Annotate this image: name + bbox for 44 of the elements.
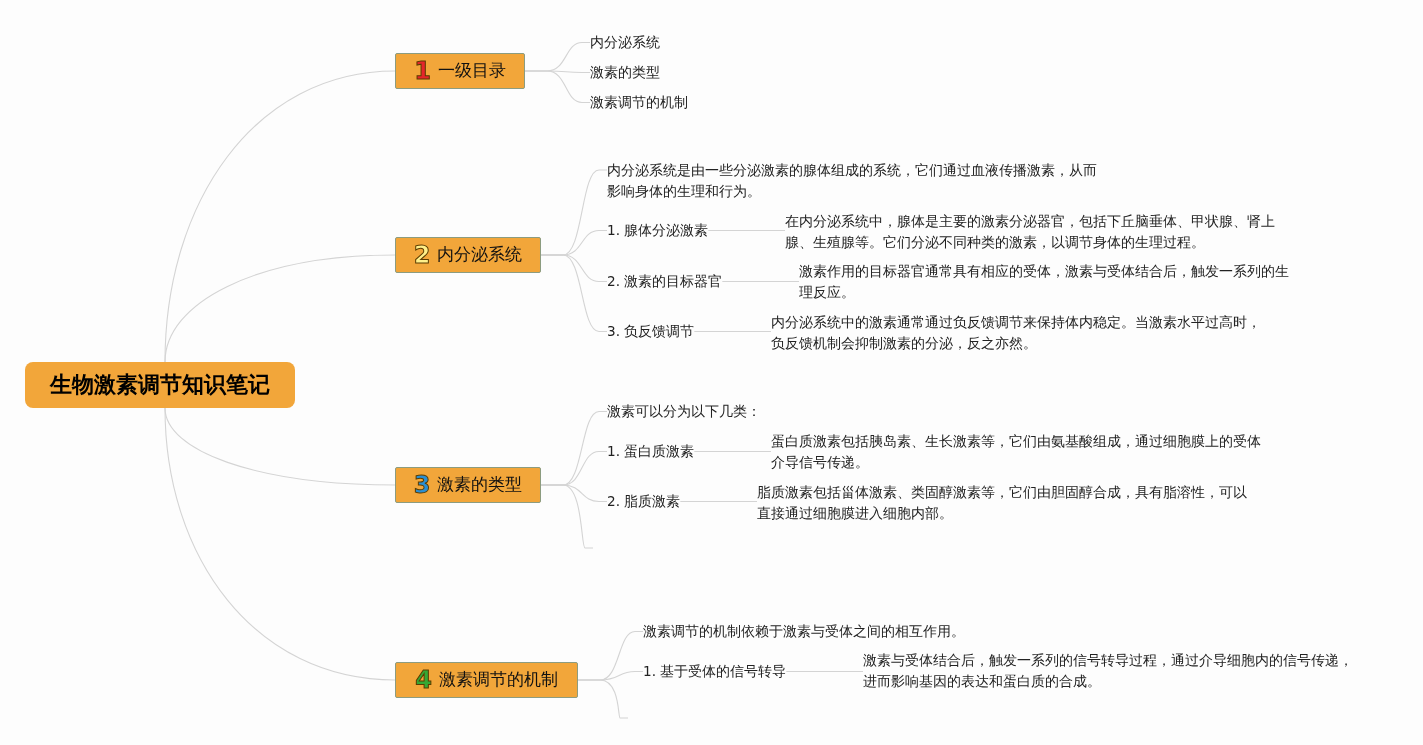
topic-label: 内分泌系统 [437, 244, 523, 266]
topic-box [395, 662, 578, 698]
branch-text: 1. 腺体分泌激素 [607, 220, 709, 241]
topic-label: 激素调节的机制 [438, 669, 558, 691]
topic-number: 4 [415, 668, 432, 692]
connector-line [707, 229, 786, 232]
note-text: 内分泌系统中的激素通常通过负反馈调节来保持体内稳定。当激素水平过高时，负反馈机制会抑制激素的分泌，反之亦然。 [771, 312, 1261, 354]
branch-text: 激素调节的机制 [590, 92, 688, 113]
note-text: 激素作用的目标器官通常具有相应的受体，激素与受体结合后，触发一系列的生理反应。 [799, 261, 1299, 303]
branch-text: 2. 激素的目标器官 [607, 271, 723, 292]
connector-line [693, 450, 772, 453]
note-text: 在内分泌系统中，腺体是主要的激素分泌器官，包括下丘脑垂体、甲状腺、肾上腺、生殖腺等。它们分泌不同种类的激素，以调节身体的生理过程。 [785, 211, 1285, 253]
branch-text: 激素可以分为以下几类： [607, 401, 761, 422]
topic-number: 2 [413, 243, 431, 267]
connector-line [679, 500, 758, 503]
connector-line [524, 70, 591, 104]
connector-line [721, 280, 800, 283]
connector-line [164, 407, 396, 681]
topic-label: 激素的类型 [437, 474, 523, 496]
branch-text: 激素调节的机制依赖于激素与受体之间的相互作用。 [643, 621, 965, 642]
topic-number: 3 [413, 473, 431, 497]
connector-line [693, 330, 772, 333]
branch-text: 内分泌系统 [590, 32, 660, 53]
topic-box [395, 237, 541, 273]
topic-box [395, 53, 525, 89]
connector-line [164, 254, 396, 363]
branch-text: 激素的类型 [590, 62, 660, 83]
root-title: 生物激素调节知识笔记 [50, 371, 270, 399]
branch-text: 3. 负反馈调节 [607, 321, 695, 342]
note-text: 脂质激素包括甾体激素、类固醇激素等，它们由胆固醇合成，具有脂溶性，可以直接通过细胞膜进入细胞内部。 [757, 482, 1257, 524]
connector-line [785, 670, 864, 673]
branch-text: 2. 脂质激素 [607, 491, 681, 512]
topic-box [395, 467, 541, 503]
branch-text: 1. 蛋白质激素 [607, 441, 695, 462]
topic-number: 1 [414, 59, 431, 83]
note-text: 内分泌系统是由一些分泌激素的腺体组成的系统，它们通过血液传播激素，从而影响身体的生理和行为。 [607, 160, 1107, 202]
connector-line [540, 484, 594, 549]
connector-line [577, 679, 629, 719]
branch-text: 1. 基于受体的信号转导 [643, 661, 787, 682]
root-topic-box [25, 362, 295, 408]
note-text: 激素与受体结合后，触发一系列的信号转导过程，通过介导细胞内的信号传递，进而影响基因的表达和蛋白质的合成。 [863, 650, 1353, 692]
connector-line [540, 254, 608, 333]
topic-label: 一级目录 [437, 60, 506, 82]
note-text: 蛋白质激素包括胰岛素、生长激素等，它们由氨基酸组成，通过细胞膜上的受体介导信号传递。 [771, 431, 1271, 473]
